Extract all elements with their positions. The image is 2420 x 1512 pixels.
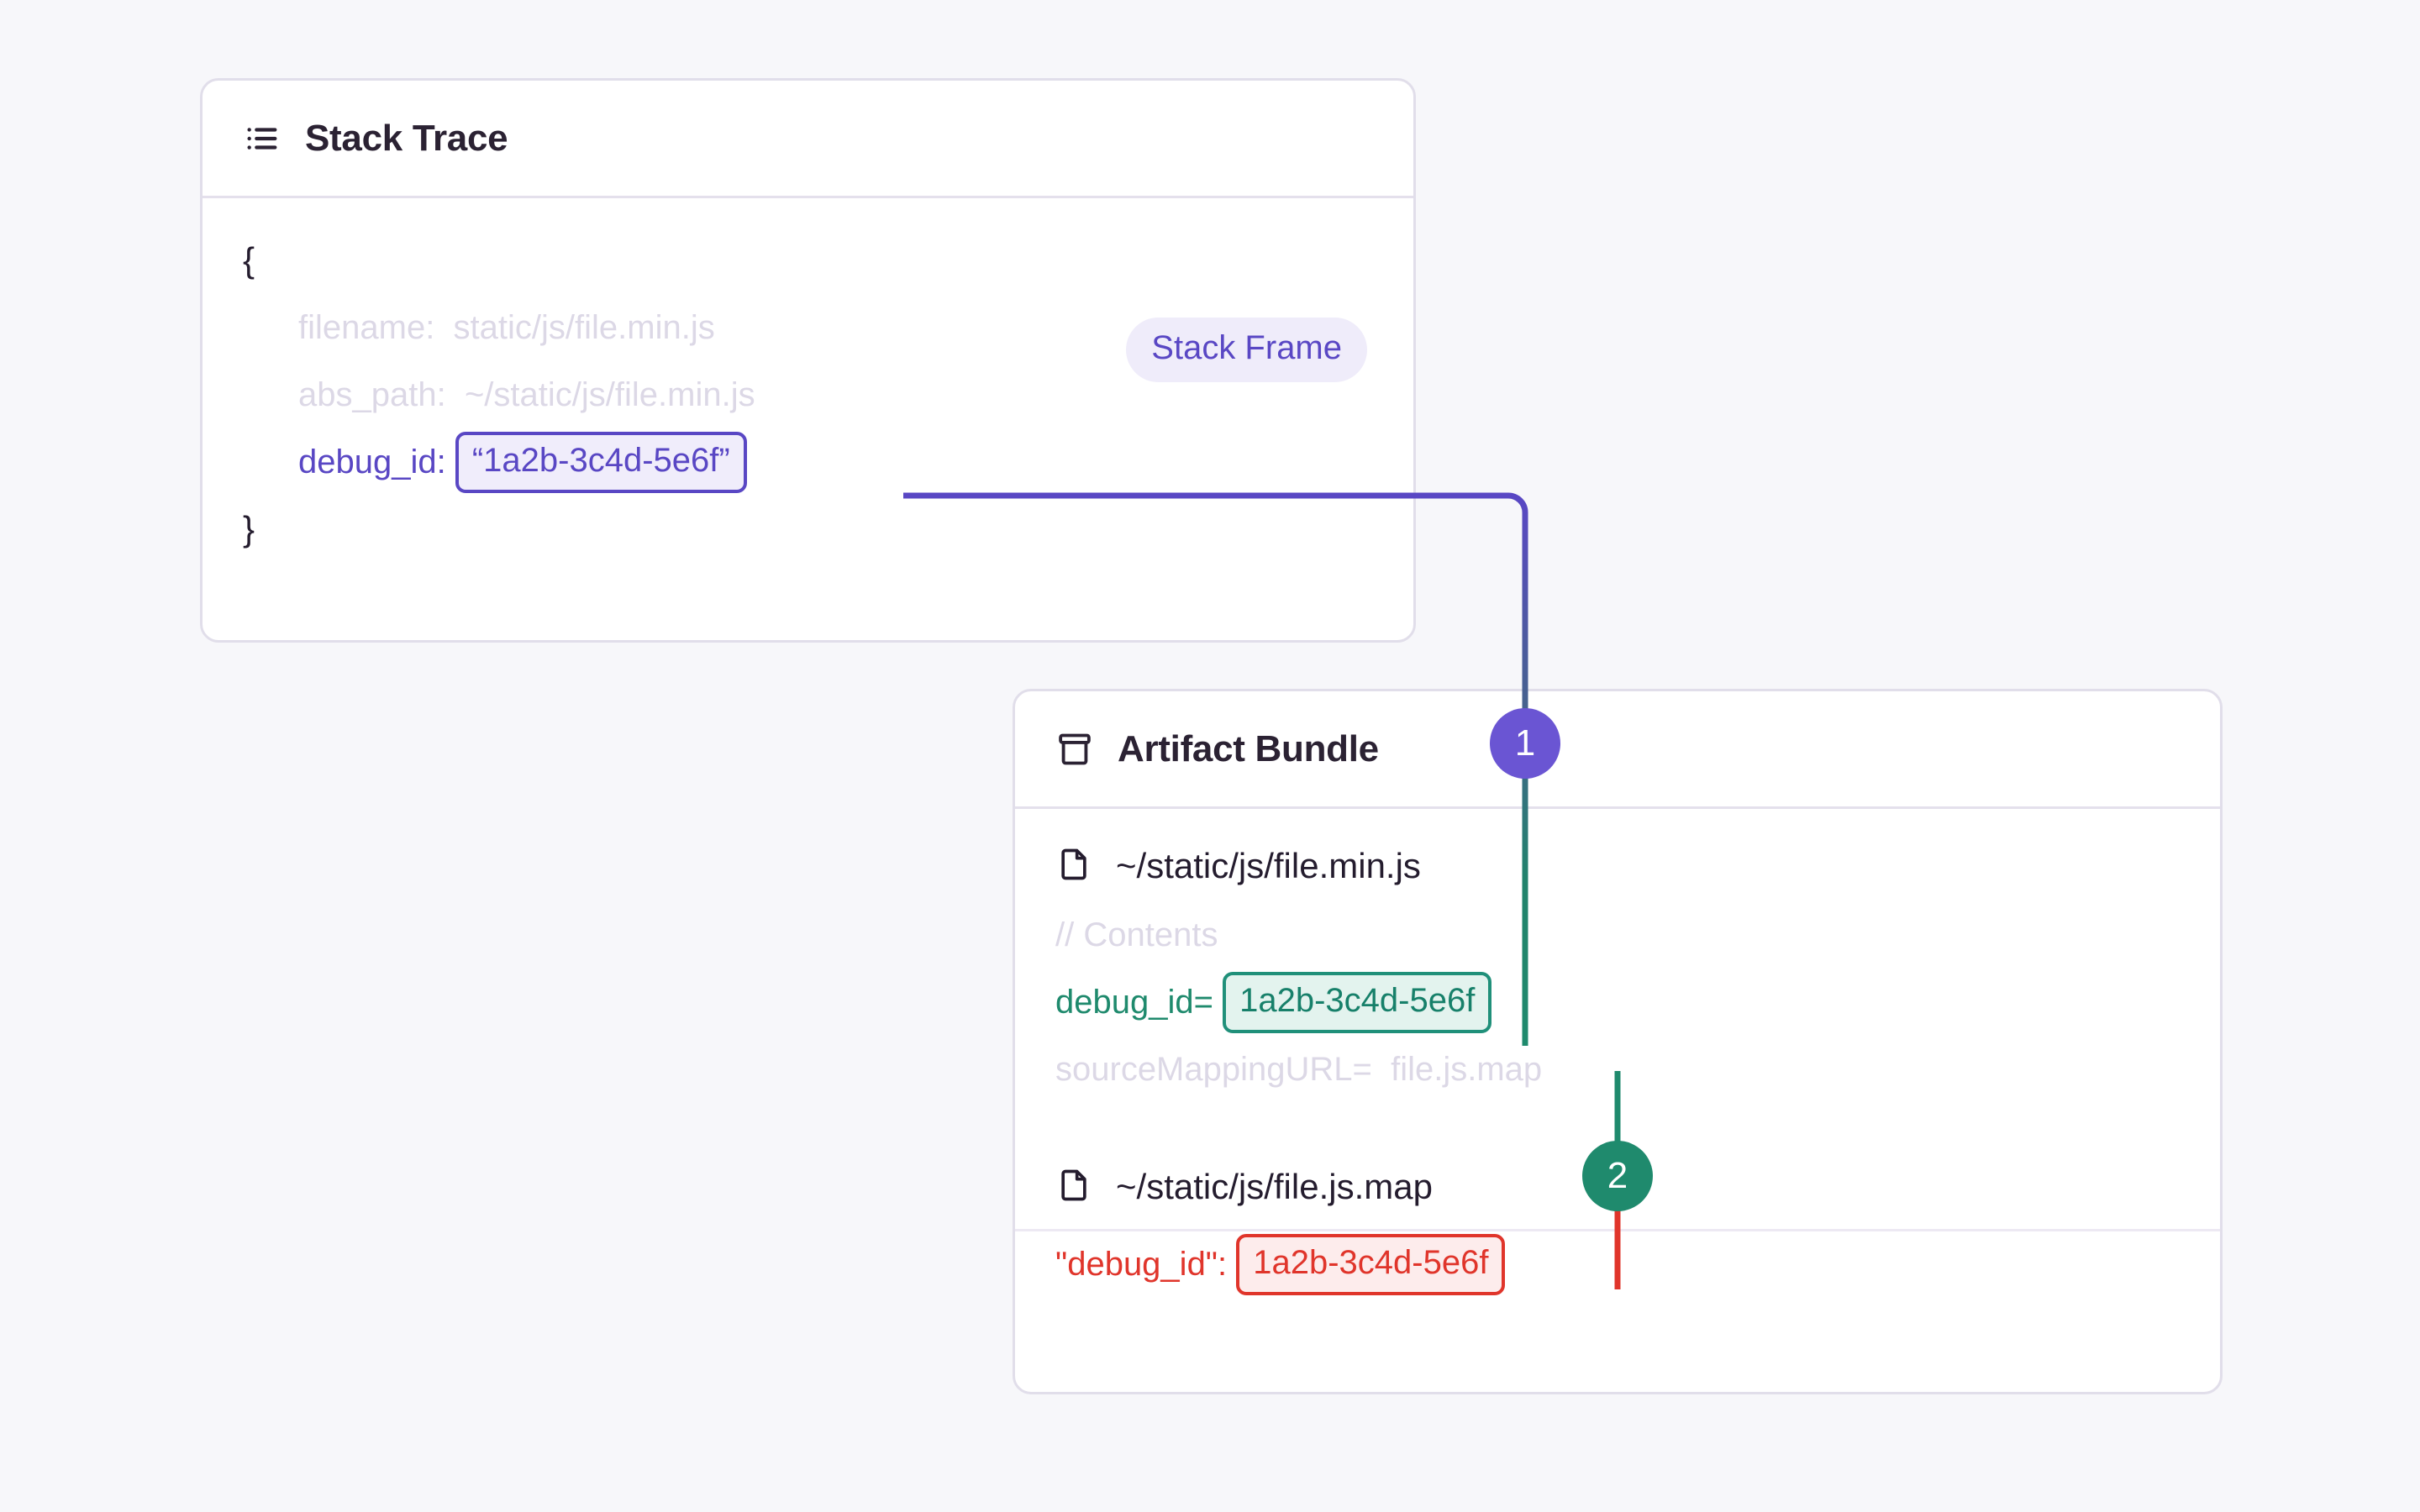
sourcemap-debug-id-chip[interactable]: 1a2b-3c4d-5e6f — [1236, 1233, 1506, 1295]
sourcemap-file-name: ~/static/js/file.js.map — [1116, 1167, 1433, 1206]
field-abspath-key: abs_path: — [298, 375, 446, 413]
stack-trace-header: Stack Trace — [203, 81, 1413, 198]
field-filename-value: static/js/file.min.js — [453, 308, 715, 346]
field-abspath-value: ~/static/js/file.min.js — [464, 375, 755, 413]
step-marker-1: 1 — [1490, 708, 1560, 779]
stack-trace-card: Stack Trace { filename: static/js/file.m… — [200, 78, 1416, 643]
field-debug-id-key: debug_id: — [298, 443, 446, 480]
list-icon — [243, 119, 281, 158]
sourcemap-debug-id-line: "debug_id": 1a2b-3c4d-5e6f — [1055, 1231, 2180, 1298]
minified-file-row[interactable]: ~/static/js/file.min.js — [1055, 831, 2180, 901]
field-debug-id: debug_id: “1a2b-3c4d-5e6f” — [243, 428, 1373, 496]
field-filename: filename: static/js/file.min.js — [243, 294, 1373, 361]
source-mapping-url-key: sourceMappingURL= — [1055, 1050, 1372, 1088]
artifact-bundle-card: Artifact Bundle ~/static/js/file.min.js … — [1013, 689, 2223, 1394]
minified-debug-id-key: debug_id= — [1055, 983, 1213, 1021]
step-marker-2: 2 — [1582, 1141, 1653, 1211]
archive-icon — [1055, 730, 1094, 769]
artifact-bundle-title: Artifact Bundle — [1118, 727, 1379, 769]
artifact-row-divider — [1015, 1229, 2220, 1231]
stack-trace-body: { filename: static/js/file.min.js abs_pa… — [203, 198, 1413, 563]
stack-trace-title: Stack Trace — [305, 117, 508, 159]
artifact-bundle-body: ~/static/js/file.min.js // Contents debu… — [1015, 809, 2220, 1298]
file-icon — [1055, 846, 1092, 887]
artifact-bundle-header: Artifact Bundle — [1015, 691, 2220, 809]
stack-frame-badge: Stack Frame — [1126, 318, 1367, 382]
minified-contents-comment: // Contents — [1055, 916, 1218, 953]
close-brace: } — [243, 509, 255, 549]
file-icon — [1055, 1167, 1092, 1208]
open-brace-line: { — [243, 227, 1373, 294]
stack-trace-debug-id-chip[interactable]: “1a2b-3c4d-5e6f” — [455, 431, 747, 493]
minified-debug-id-chip[interactable]: 1a2b-3c4d-5e6f — [1223, 971, 1492, 1033]
minified-file-name: ~/static/js/file.min.js — [1116, 846, 1421, 885]
sourcemap-debug-id-key: "debug_id": — [1055, 1245, 1228, 1283]
close-brace-line: } — [243, 496, 1373, 563]
source-mapping-url-value: file.js.map — [1391, 1050, 1543, 1088]
open-brace: { — [243, 240, 255, 280]
field-abspath: abs_path: ~/static/js/file.min.js — [243, 361, 1373, 428]
sourcemap-file-row[interactable]: ~/static/js/file.js.map — [1055, 1152, 2180, 1222]
field-filename-key: filename: — [298, 308, 435, 346]
source-mapping-url-line: sourceMappingURL= file.js.map — [1055, 1036, 2180, 1103]
minified-debug-id-line: debug_id= 1a2b-3c4d-5e6f — [1055, 969, 2180, 1036]
